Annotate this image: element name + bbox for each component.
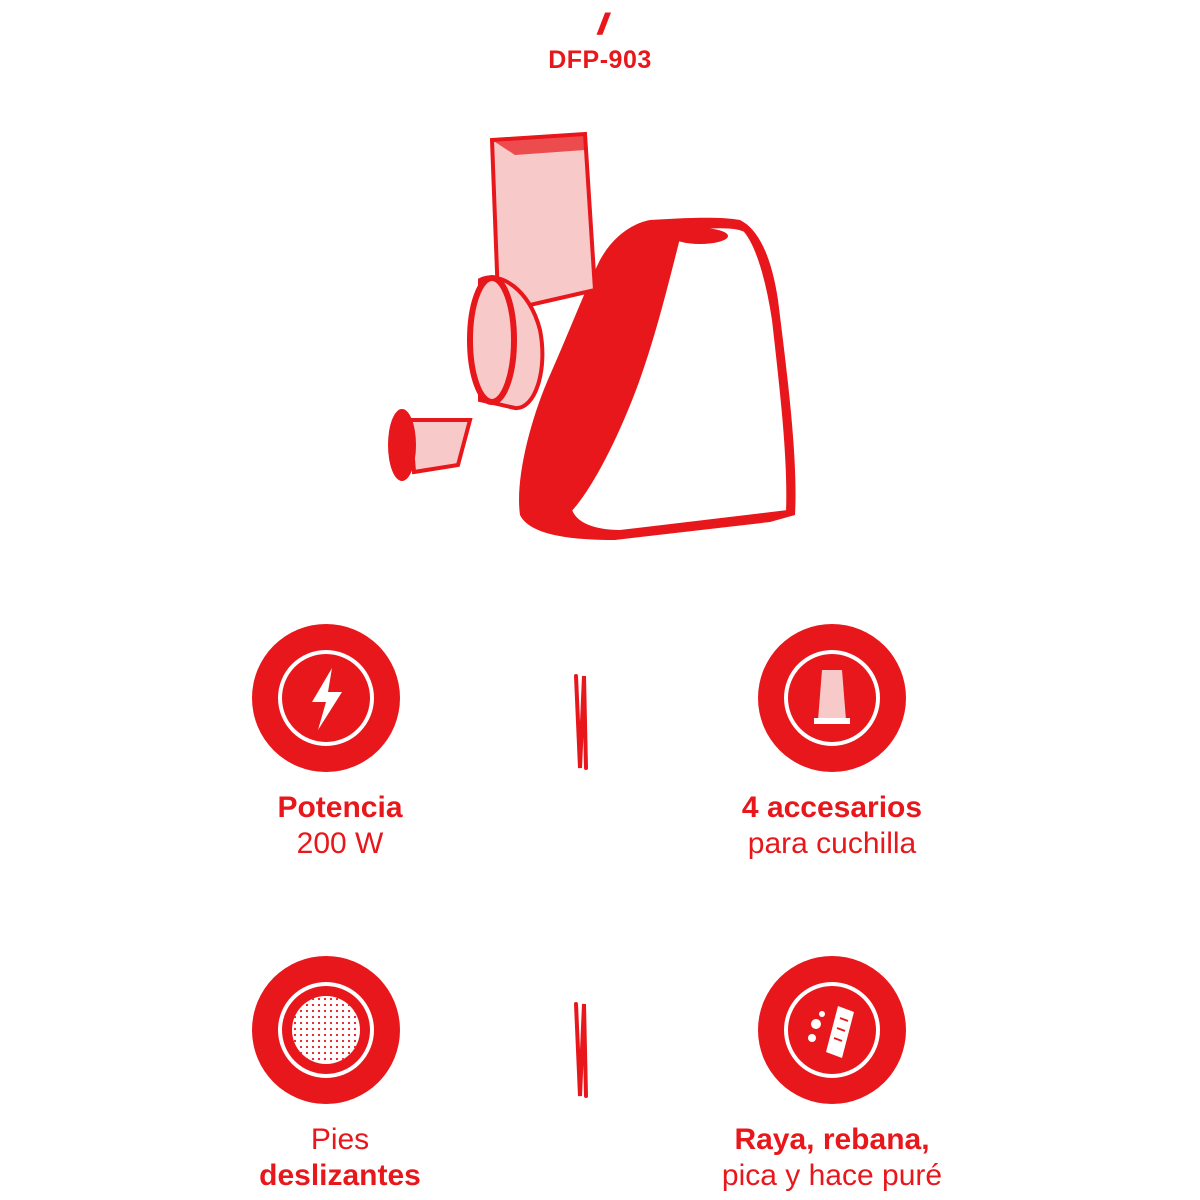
feature-feet-value: deslizantes xyxy=(259,1159,421,1192)
feature-feet-title: Pies xyxy=(310,1123,370,1156)
lightning-bolt-icon xyxy=(252,624,400,772)
feature-accessories-value: para cuchilla xyxy=(747,827,917,860)
grater-icon xyxy=(758,956,906,1104)
feature-grate-value: pica y hace puré xyxy=(721,1159,943,1192)
non-slip-feet-icon xyxy=(252,956,400,1104)
feature-power-text: Potencia 200 W xyxy=(130,790,550,862)
feature-accessories-title: 4 accesarios xyxy=(741,791,923,824)
feature-power-value: 200 W xyxy=(296,827,384,860)
feature-grate-text: Raya, rebana, pica y hace puré xyxy=(622,1122,1042,1194)
blade-accessory-icon xyxy=(758,624,906,772)
decorative-slash-mark: // xyxy=(597,8,609,41)
feature-power-title: Potencia xyxy=(277,791,403,824)
divider-stroke xyxy=(574,1002,588,1098)
food-processor-illustration xyxy=(388,131,796,540)
feature-grate-title: Raya, rebana, xyxy=(734,1123,930,1156)
feature-feet-text: Pies deslizantes xyxy=(130,1122,550,1194)
feature-accessories-text: 4 accesarios para cuchilla xyxy=(622,790,1042,862)
divider-stroke xyxy=(574,674,588,770)
model-number: DFP-903 xyxy=(548,46,652,74)
